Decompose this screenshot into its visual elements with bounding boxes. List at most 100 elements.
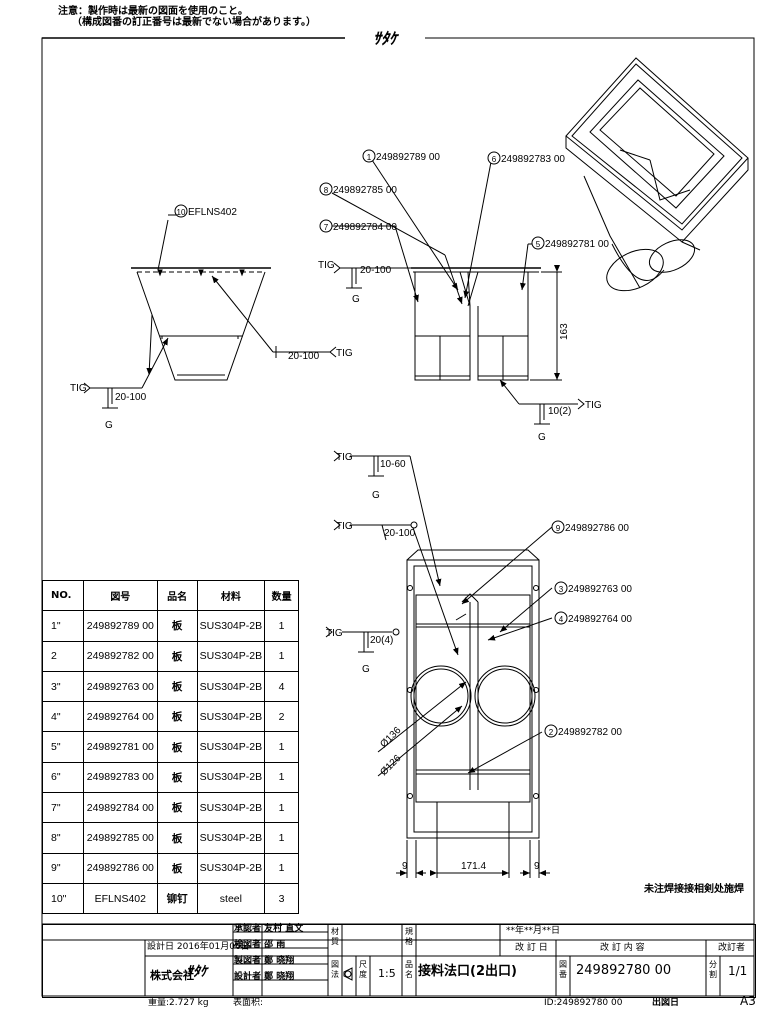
tb-issue-date: 出図日 <box>652 998 680 1008</box>
cell-part-name: 板 <box>156 822 198 854</box>
g-label-7: G <box>362 664 370 675</box>
tb-weight: 重量:2.727 kg <box>148 998 209 1008</box>
cell-no: 4" <box>42 701 84 733</box>
cell-drawing-no: 249892789 00 <box>82 610 158 642</box>
tig-label-3: TIG <box>318 260 335 271</box>
callout-4: 4 249892764 00 <box>554 611 632 625</box>
cell-no: 2 <box>42 640 84 672</box>
header-material: 材料 <box>196 579 266 612</box>
callout-3: 3 249892763 00 <box>554 581 632 595</box>
tb-surface: 表面积: <box>233 998 264 1008</box>
svg-text:249892764 00: 249892764 00 <box>568 614 632 625</box>
g-label-4: G <box>538 432 546 443</box>
company-logo: ｻﾀｹ <box>345 28 425 48</box>
cell-no: 5" <box>42 731 84 763</box>
tb-design-date: 設計日 2016年01月06日 <box>147 942 250 952</box>
tb-rev-content: 改 訂 内 容 <box>600 943 645 953</box>
tb-size: A3 <box>740 994 756 1008</box>
cell-part-name: 板 <box>156 701 198 733</box>
tig-label-5: TIG <box>336 452 353 463</box>
weld-size-2: 20-100 <box>288 351 320 362</box>
tig-label-7: TIG <box>326 628 343 639</box>
cell-part-name: 铆钉 <box>156 882 198 915</box>
front-view-left <box>83 214 337 409</box>
callout-6: 6 249892783 00 <box>487 151 565 165</box>
isometric-view <box>565 57 749 292</box>
svg-text:9: 9 <box>556 524 561 533</box>
g-label-5: G <box>372 490 380 501</box>
cell-drawing-no: EFLNS402 <box>82 882 158 915</box>
callout-7: 7 249892784 00 <box>319 219 397 233</box>
tig-label-6: TIG <box>336 521 353 532</box>
cell-material: SUS304P-2B <box>196 852 266 884</box>
cell-material: SUS304P-2B <box>196 822 266 854</box>
tb-date-placeholder: **年**月**日 <box>506 926 561 936</box>
svg-text:EFLNS402: EFLNS402 <box>188 207 237 218</box>
cell-quantity: 3 <box>264 882 299 915</box>
weld-size-6: 20-100 <box>384 528 416 539</box>
tb-rev-by: 改訂者 <box>718 943 746 953</box>
cell-material: SUS304P-2B <box>196 640 266 672</box>
svg-text:3: 3 <box>559 585 564 594</box>
tb-part-name: 接料法口(2出口) <box>418 964 517 979</box>
dim-height: 163 <box>559 323 570 340</box>
cell-no: 7" <box>42 792 84 824</box>
g-label-3: G <box>352 294 360 305</box>
tb-method-label: 図法 <box>331 960 339 979</box>
tb-spec-label: 規格 <box>405 927 413 946</box>
svg-text:1: 1 <box>367 153 372 162</box>
svg-text:2: 2 <box>549 728 554 737</box>
cell-material: SUS304P-2B <box>196 761 266 794</box>
top-plan-view <box>325 450 553 878</box>
svg-text:4: 4 <box>559 615 564 624</box>
cell-no: 8" <box>42 822 84 854</box>
cell-drawing-no: 249892781 00 <box>82 731 158 763</box>
header-part-name: 品名 <box>156 579 198 612</box>
tig-label-4: TIG <box>585 400 602 411</box>
cell-drawing-no: 249892763 00 <box>82 670 158 703</box>
svg-text:249892782 00: 249892782 00 <box>558 727 622 738</box>
note-line-1: 注意：製作時は最新の図面を使用のこと。 <box>58 6 248 17</box>
callout-9: 9 249892786 00 <box>551 520 629 534</box>
cell-drawing-no: 249892784 00 <box>82 792 158 824</box>
tb-designed: 製図者 鄭 晓翔 <box>234 956 295 966</box>
cell-part-name: 板 <box>156 792 198 824</box>
cell-no: 10" <box>42 882 84 915</box>
side-view-middle <box>330 159 585 425</box>
dim-width: 171.4 <box>461 861 486 872</box>
weld-size-5: 10-60 <box>380 459 406 470</box>
tb-rev-date: 改 訂 日 <box>515 943 548 953</box>
svg-text:249892763 00: 249892763 00 <box>568 584 632 595</box>
svg-text:249892786 00: 249892786 00 <box>565 523 629 534</box>
dim-gap-right: 9 <box>534 861 540 872</box>
weld-note: 未注焊接接相剣处施焊 <box>643 882 744 895</box>
tb-drawing-no-label: 図番 <box>559 960 567 979</box>
tb-checked: 検図者 邵 雨 <box>234 940 286 950</box>
svg-text:249892781 00: 249892781 00 <box>545 239 609 250</box>
tig-label-1: TIG <box>70 383 87 394</box>
weld-size-7: 20(4) <box>370 635 393 646</box>
svg-text:ｻﾀｹ: ｻﾀｹ <box>373 29 400 48</box>
cell-material: SUS304P-2B <box>196 610 266 642</box>
tb-company-logo: ｻﾀｹ <box>186 964 207 980</box>
svg-text:5: 5 <box>536 240 541 249</box>
tb-name-label: 品名 <box>405 960 413 979</box>
tb-id: ID:249892780 00 <box>544 998 623 1008</box>
svg-text:249892789 00: 249892789 00 <box>376 152 440 163</box>
cell-no: 6" <box>42 761 84 794</box>
callout-8: 8 249892785 00 <box>319 182 397 196</box>
tb-scale: 1:5 <box>378 967 396 980</box>
callout-5: 5 249892781 00 <box>531 236 609 250</box>
weld-size-1: 20-100 <box>115 392 147 403</box>
cell-no: 9" <box>42 852 84 884</box>
cell-material: SUS304P-2B <box>196 701 266 733</box>
callout-10: 10 EFLNS402 <box>174 204 237 218</box>
